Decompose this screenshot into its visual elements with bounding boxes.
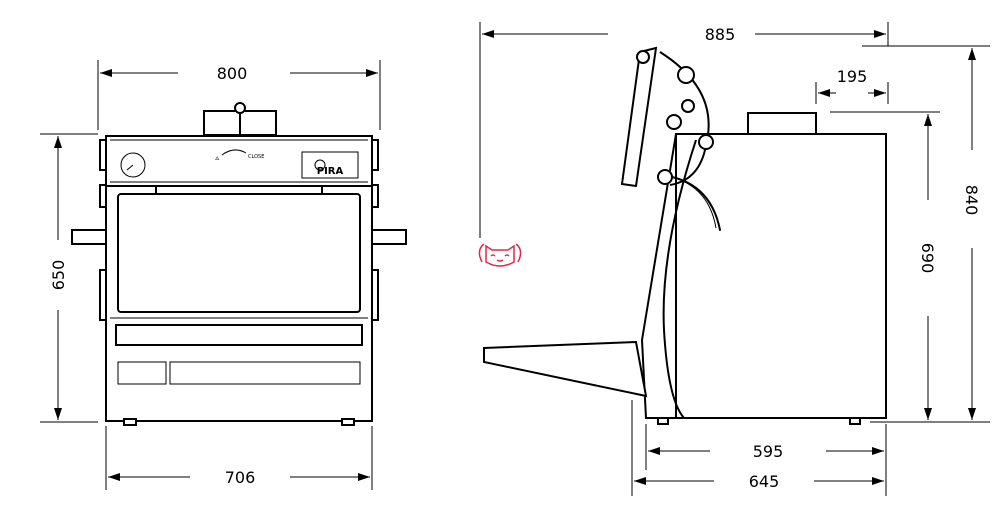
door-handle: [155, 185, 323, 195]
side-view: 885 195 690 840 595 645: [479, 22, 990, 496]
dim-height-650: 650: [49, 260, 68, 291]
ash-drawer: [115, 324, 363, 346]
dim-chimney-195: 195: [837, 67, 868, 86]
side-tray: [483, 340, 648, 398]
thermometer-gauge: [120, 152, 146, 178]
cat-watermark-icon: [478, 243, 522, 267]
side-door: [620, 46, 658, 188]
front-view: 🜂 CLOSE PIRA 800 650 706: [40, 60, 407, 490]
dim-depth-645: 645: [749, 472, 780, 491]
side-body: [675, 133, 887, 419]
dim-height-840: 840: [962, 185, 981, 216]
dim-depth-885: 885: [705, 25, 736, 44]
dim-height-690: 690: [918, 243, 937, 274]
side-handle-right: [371, 229, 407, 245]
chimney-knob: [234, 102, 246, 114]
side-handle-left: [71, 229, 107, 245]
foot: [341, 418, 355, 426]
side-chimney: [747, 112, 817, 135]
dim-width-800: 800: [217, 64, 248, 83]
svg-text:🜂: 🜂: [215, 156, 220, 162]
oven-door: [117, 193, 361, 313]
brand-logo: [301, 151, 359, 179]
dim-width-706: 706: [225, 468, 256, 487]
dim-depth-595: 595: [753, 442, 784, 461]
foot: [123, 418, 137, 426]
brand-logo-text: PIRA: [317, 166, 344, 177]
close-label: CLOSE: [248, 154, 264, 160]
oven-body: [105, 135, 373, 422]
